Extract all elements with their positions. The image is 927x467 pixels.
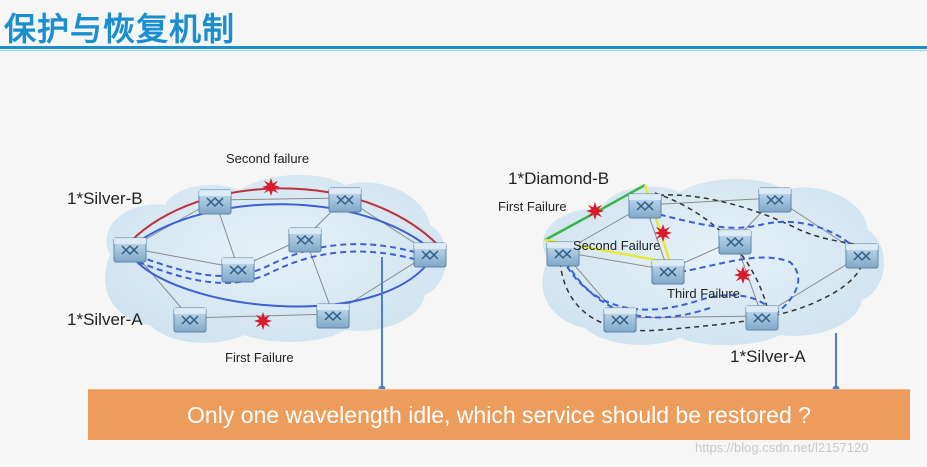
left-silver-b-route-red: [129, 187, 439, 246]
right-silver-a-label: 1*Silver-A: [730, 347, 806, 366]
left-second-failure-label: Second failure: [226, 151, 310, 166]
right-node-3: [758, 187, 792, 213]
left-node-7: [173, 307, 207, 333]
left-restore-route-dashed-2: [137, 250, 426, 284]
left-network: [104, 174, 447, 393]
right-route-blue-dashed-4: [679, 256, 800, 319]
question-banner: Only one wavelength idle, which service …: [88, 389, 910, 440]
title-bar: 保护与恢复机制: [0, 0, 927, 51]
right-node-7: [603, 307, 637, 333]
right-second-failure-label: Second Failure: [573, 238, 661, 253]
right-node-4: [718, 229, 752, 255]
left-silver-b-label: 1*Silver-B: [67, 189, 143, 208]
right-third-failure-label: Third Failure: [667, 286, 740, 301]
right-node-8: [745, 305, 779, 331]
question-banner-text: Only one wavelength idle, which service …: [187, 401, 811, 428]
title-underline: [0, 46, 927, 49]
left-silver-a-label: 1*Silver-A: [67, 310, 143, 329]
left-node-4: [288, 227, 322, 253]
left-node-3: [328, 187, 362, 213]
right-node-2: [628, 193, 662, 219]
right-node-5: [651, 259, 685, 285]
right-first-failure-label: First Failure: [498, 199, 567, 214]
right-diamond-b-label: 1*Diamond-B: [508, 169, 610, 188]
watermark: https://blog.csdn.net/l2157120: [695, 440, 869, 455]
left-node-8: [316, 303, 350, 329]
right-route-black-dashed-1: [559, 247, 865, 332]
right-node-6: [845, 243, 879, 269]
left-node-2: [198, 189, 232, 215]
left-silver-a-route-blue: [129, 253, 433, 308]
right-cloud: [542, 178, 884, 346]
left-silver-b-route-blue: [134, 203, 433, 251]
left-node-5: [221, 257, 255, 283]
left-restore-route-dashed-1: [137, 243, 426, 277]
left-first-failure-label: First Failure: [225, 350, 294, 365]
right-route-blue-dashed-3: [649, 211, 863, 256]
left-node-1: [113, 237, 147, 263]
left-cloud: [104, 174, 447, 343]
right-route-black-dashed-2: [649, 194, 869, 251]
page-title: 保护与恢复机制: [4, 10, 236, 48]
right-network: [542, 178, 884, 393]
title-underline-light: [0, 50, 927, 51]
right-route-blue-dashed-1: [561, 257, 776, 319]
left-node-6: [413, 242, 447, 268]
